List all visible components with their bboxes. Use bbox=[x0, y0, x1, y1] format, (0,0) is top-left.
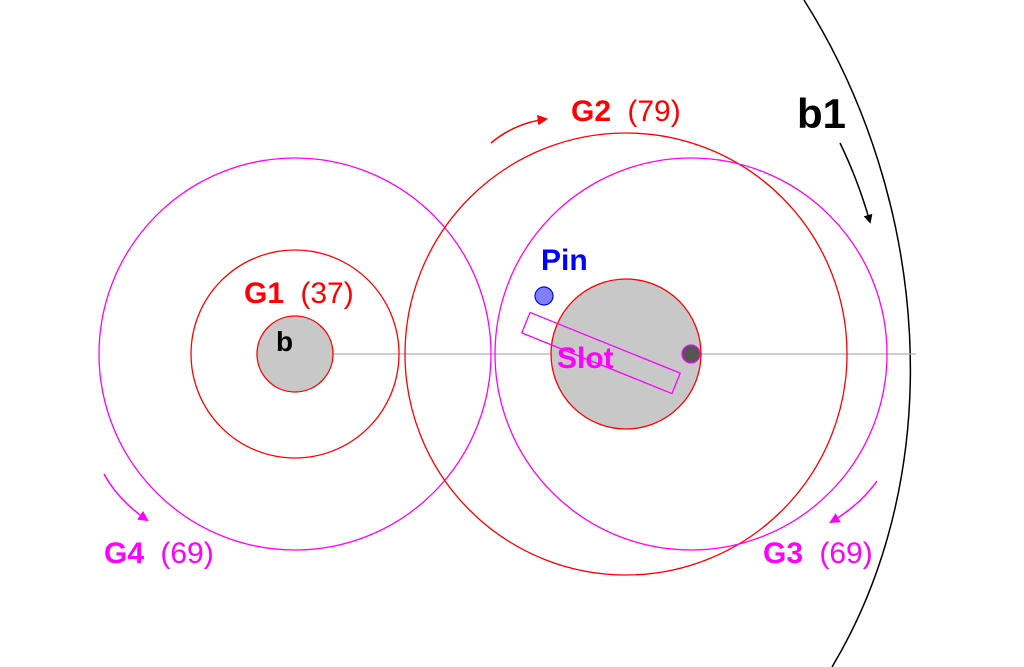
g2-hub bbox=[550, 278, 702, 430]
b1-outer-gear-arc bbox=[803, 0, 912, 667]
axle-dot bbox=[681, 344, 701, 364]
b1-label: b1 bbox=[797, 90, 846, 137]
g4-gear-circle bbox=[98, 157, 492, 551]
g1-name: G1 bbox=[244, 277, 284, 310]
b1-rotation-arrow-icon bbox=[839, 142, 873, 224]
b-label: b bbox=[276, 326, 293, 357]
g3-label: G3 (69) bbox=[763, 537, 873, 570]
shaft-b-hub bbox=[256, 315, 334, 393]
g3-gear-circle bbox=[494, 157, 888, 551]
g4-rotation-arrow-icon bbox=[103, 473, 149, 522]
g1-teeth: (37) bbox=[300, 277, 353, 310]
pin-label: Pin bbox=[541, 244, 588, 277]
g4-teeth: (69) bbox=[160, 537, 213, 570]
slot-rectangle bbox=[520, 311, 682, 395]
slot-label: Slot bbox=[557, 342, 614, 375]
g2-gear-circle bbox=[404, 132, 848, 576]
g1-label: G1 (37) bbox=[244, 277, 354, 310]
g2-name: G2 bbox=[571, 95, 611, 128]
g3-rotation-arrow-icon bbox=[829, 480, 878, 524]
g4-label: G4 (69) bbox=[104, 537, 214, 570]
g1-gear-circle bbox=[190, 249, 400, 459]
g2-label: G2 (79) bbox=[571, 95, 681, 128]
g3-name: G3 bbox=[763, 537, 803, 570]
pin-dot bbox=[534, 286, 554, 306]
g4-name: G4 bbox=[104, 537, 144, 570]
g2-teeth: (79) bbox=[627, 95, 680, 128]
g2-rotation-arrow-icon bbox=[490, 114, 549, 144]
g3-teeth: (69) bbox=[819, 537, 872, 570]
